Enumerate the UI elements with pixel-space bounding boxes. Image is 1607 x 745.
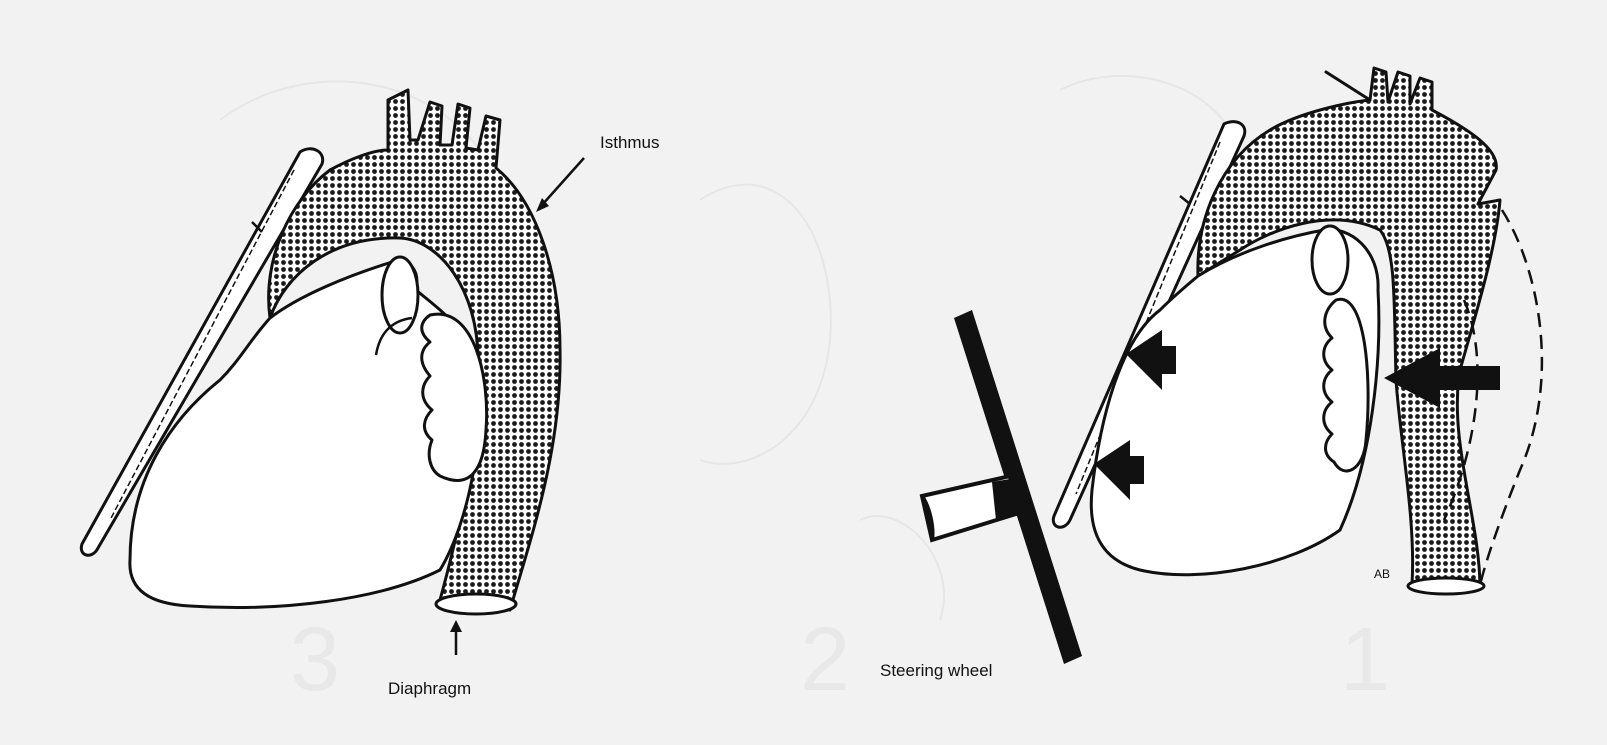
steering-wheel xyxy=(922,310,1082,664)
svg-text:1: 1 xyxy=(1340,610,1390,710)
ventricle-right xyxy=(1324,299,1368,471)
diaphragm-label: Diaphragm xyxy=(388,679,471,698)
steering-wheel-label: Steering wheel xyxy=(880,661,992,680)
aortic-diaphragm-ring-right xyxy=(1408,578,1484,594)
svg-text:2: 2 xyxy=(800,610,850,710)
artist-initials: AB xyxy=(1374,567,1390,581)
svg-text:3: 3 xyxy=(290,610,340,710)
normal-heart-figure xyxy=(81,90,560,614)
diaphragm-pointer xyxy=(450,620,462,655)
injured-heart-figure xyxy=(1053,68,1542,594)
isthmus-label: Isthmus xyxy=(600,133,660,152)
isthmus-pointer xyxy=(536,158,584,212)
aortic-diaphragm-ring xyxy=(436,594,516,614)
atrial-appendage-right xyxy=(1312,226,1348,294)
